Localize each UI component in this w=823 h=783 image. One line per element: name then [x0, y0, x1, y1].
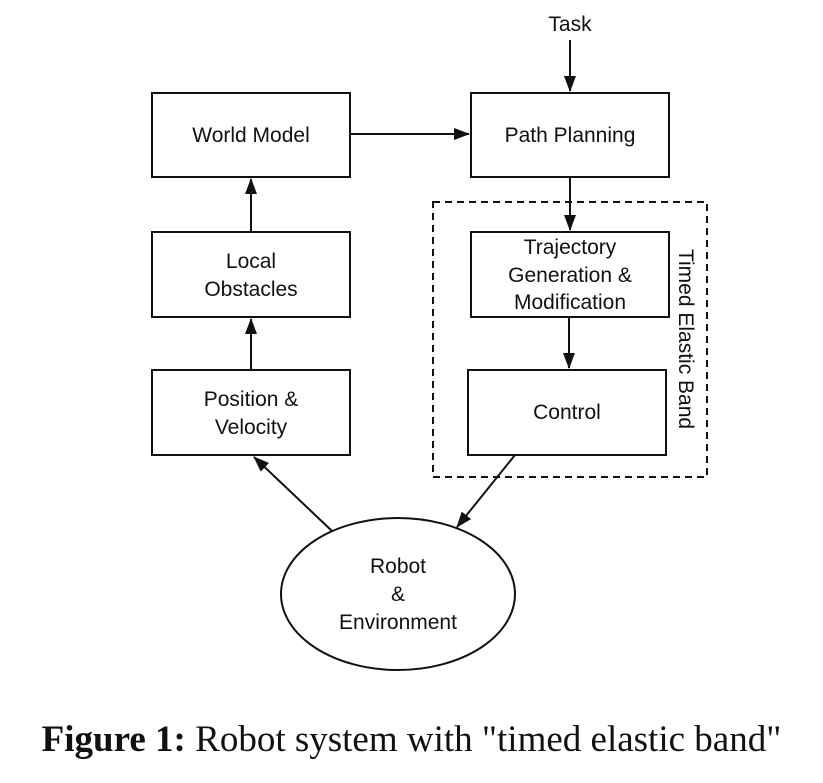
robot-env-line1: Robot — [370, 555, 426, 578]
trajectory-line3: Modification — [514, 291, 626, 314]
local-obstacles-box: Local Obstacles — [151, 231, 351, 318]
path-planning-label: Path Planning — [505, 124, 636, 147]
control-label: Control — [533, 401, 601, 424]
caption-text: Robot system with "timed elastic band" — [185, 719, 782, 760]
world-model-box: World Model — [151, 92, 351, 178]
world-model-label: World Model — [192, 124, 310, 147]
task-label: Task — [548, 13, 592, 36]
path-planning-box: Path Planning — [470, 92, 670, 178]
arrow-robot-to-position-velocity — [253, 456, 333, 532]
group-label: Timed Elastic Band — [674, 249, 697, 429]
caption-label: Figure 1: — [41, 719, 186, 760]
robot-env-line2: & — [391, 583, 405, 606]
control-box: Control — [467, 369, 667, 456]
local-obstacles-line1: Local — [226, 250, 276, 273]
figure-caption: Figure 1: Robot system with "timed elast… — [0, 718, 823, 761]
trajectory-box: Trajectory Generation & Modification — [470, 231, 670, 318]
position-velocity-line1: Position & — [204, 388, 299, 411]
robot-environment-ellipse: Robot & Environment — [280, 517, 516, 671]
arrow-control-to-robot — [456, 454, 516, 528]
trajectory-line2: Generation & — [508, 264, 632, 287]
local-obstacles-line2: Obstacles — [204, 278, 297, 301]
position-velocity-line2: Velocity — [215, 416, 288, 439]
system-diagram: Timed Elastic Band Task World Model Path… — [151, 13, 708, 671]
position-velocity-box: Position & Velocity — [151, 369, 351, 456]
robot-env-line3: Environment — [339, 611, 457, 634]
trajectory-line1: Trajectory — [524, 236, 617, 259]
